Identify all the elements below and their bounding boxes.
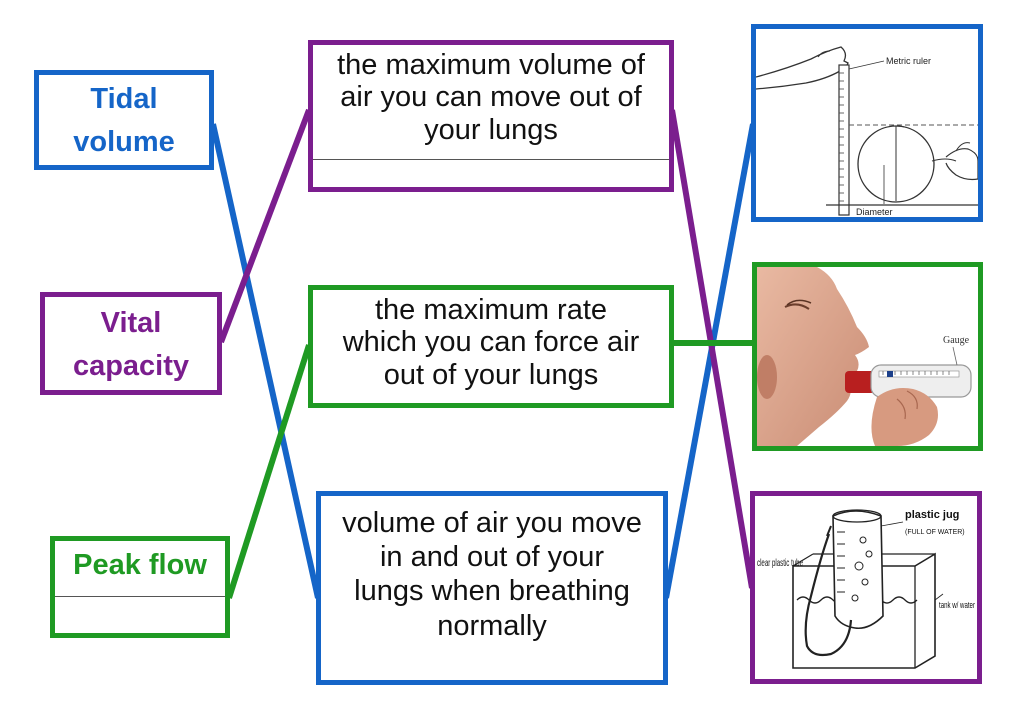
line-vital-to-definition <box>218 108 312 344</box>
term-box-peak-flow[interactable]: Peak flow <box>50 536 230 638</box>
definition-text-max-rate: the maximum rate which you can force air… <box>342 294 640 391</box>
definition-text-max-volume: the maximum volume of air you can move o… <box>337 49 645 146</box>
peak-flow-meter-illustration: Gauge <box>757 267 978 446</box>
balloon-ruler-illustration: Metric ruler Diameter <box>756 46 978 217</box>
term-box-vital-capacity[interactable]: Vital capacity <box>40 292 222 395</box>
term-box-tidal-volume[interactable]: Tidal volume <box>34 70 214 170</box>
label-full-of-water: (FULL OF WATER) <box>905 529 965 536</box>
definition-box-max-volume[interactable]: the maximum volume of air you can move o… <box>308 40 674 192</box>
term-divider <box>55 596 225 597</box>
line-peak-to-definition <box>226 344 312 599</box>
label-tank-with-water: tank w/ water <box>939 600 975 610</box>
label-diameter: Diameter <box>856 207 893 217</box>
line-definition-to-jug <box>669 109 755 589</box>
definition-divider <box>313 159 669 160</box>
label-gauge: Gauge <box>943 335 970 346</box>
jug-spirometer-illustration: plastic jug (FULL OF WATER) clear plasti… <box>757 509 975 669</box>
image-box-balloon-ruler[interactable]: Metric ruler Diameter <box>751 24 983 222</box>
line-definition-to-balloon <box>663 123 756 599</box>
term-label-peak: Peak flow <box>73 549 207 581</box>
image-box-jug-spirometer[interactable]: plastic jug (FULL OF WATER) clear plasti… <box>750 491 982 684</box>
label-plastic-jug: plastic jug <box>905 509 959 521</box>
image-box-peak-flow-meter[interactable]: Gauge <box>752 262 983 451</box>
term-label-vital-line2: capacity <box>72 349 190 382</box>
label-clear-plastic-tube: clear plastic tube <box>757 558 803 569</box>
definition-box-max-rate[interactable]: the maximum rate which you can force air… <box>308 285 674 408</box>
definition-text-normal-breathing: volume of air you move in and out of you… <box>342 507 642 642</box>
line-tidal-to-definition <box>210 123 321 599</box>
term-label-tidal-line1: Tidal <box>90 83 158 115</box>
label-metric-ruler: Metric ruler <box>886 56 931 66</box>
term-label-tidal-line2: volume <box>73 125 175 158</box>
definition-box-normal-breathing[interactable]: volume of air you move in and out of you… <box>316 491 668 685</box>
term-label-vital-line1: Vital <box>100 307 162 339</box>
